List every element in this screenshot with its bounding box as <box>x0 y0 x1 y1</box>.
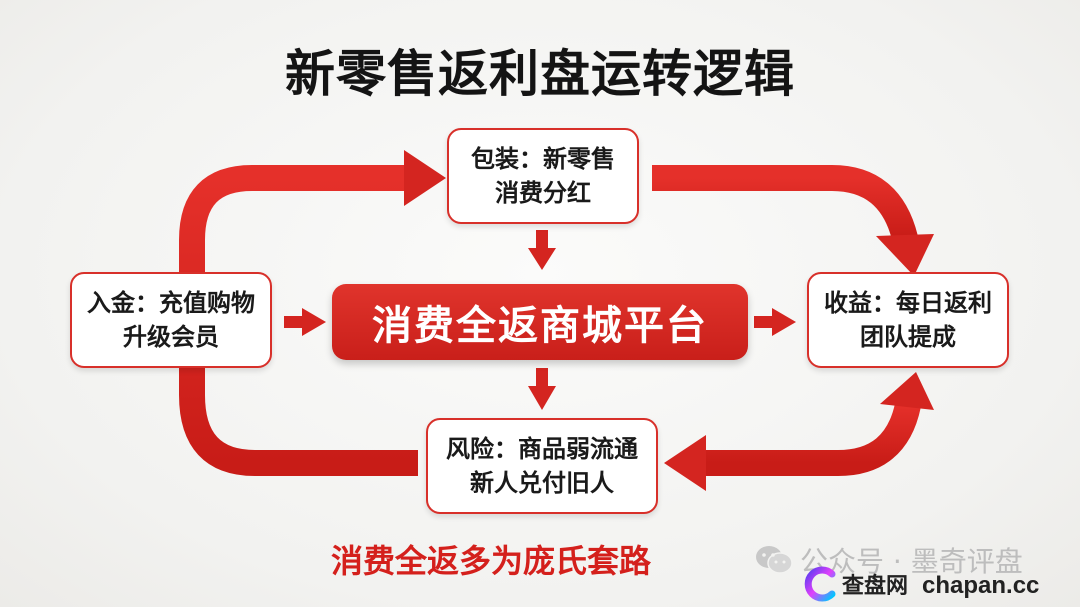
arrowhead-left-to-platform <box>302 308 326 336</box>
node-packaging-line2: 消费分红 <box>495 179 591 207</box>
arrowhead-to-top <box>404 150 446 206</box>
arrow-platform-to-bottom <box>536 368 548 388</box>
loop-arrow-bottom-right <box>700 401 921 476</box>
arrowhead-up-right <box>880 372 934 410</box>
node-packaging-line1: 包装：新零售 <box>471 145 615 173</box>
footer-conclusion: 消费全返多为庞氏套路 <box>331 542 652 580</box>
diagram-title: 新零售返利盘运转逻辑 <box>285 45 795 103</box>
chapan-logo-icon <box>804 566 836 602</box>
node-platform: 消费全返商城平台 <box>332 284 748 360</box>
arrowhead-to-bottom <box>664 435 706 491</box>
node-packaging: 包装：新零售 消费分红 <box>447 128 639 224</box>
arrow-left-to-platform <box>284 316 304 328</box>
arrowhead-platform-to-bottom <box>528 386 556 410</box>
node-income-line2: 团队提成 <box>860 323 956 351</box>
watermark-account: 公众号 · 墨奇评盘 <box>800 545 1023 578</box>
watermark-site: 查盘网 chapan.cc <box>842 568 1039 600</box>
loop-arrow-top-right <box>652 165 918 242</box>
node-deposit: 入金：充值购物 升级会员 <box>70 272 272 368</box>
node-deposit-line2: 升级会员 <box>123 323 219 351</box>
node-risk-line1: 风险：商品弱流通 <box>446 435 638 463</box>
watermark-site-domain: chapan.cc <box>922 572 1040 599</box>
arrowhead-top-to-platform <box>528 248 556 270</box>
arrow-platform-to-right <box>754 316 774 328</box>
arrowhead-platform-to-right <box>772 308 796 336</box>
node-risk: 风险：商品弱流通 新人兑付旧人 <box>426 418 658 514</box>
arrow-top-to-platform <box>536 230 548 250</box>
node-income: 收益：每日返利 团队提成 <box>807 272 1009 368</box>
arrowhead-to-right <box>876 234 934 276</box>
wechat-icon <box>756 546 793 574</box>
watermark-site-name: 查盘网 <box>842 574 909 599</box>
node-income-line1: 收益：每日返利 <box>824 289 992 317</box>
node-risk-line2: 新人兑付旧人 <box>470 469 614 497</box>
node-deposit-line1: 入金：充值购物 <box>87 289 255 317</box>
